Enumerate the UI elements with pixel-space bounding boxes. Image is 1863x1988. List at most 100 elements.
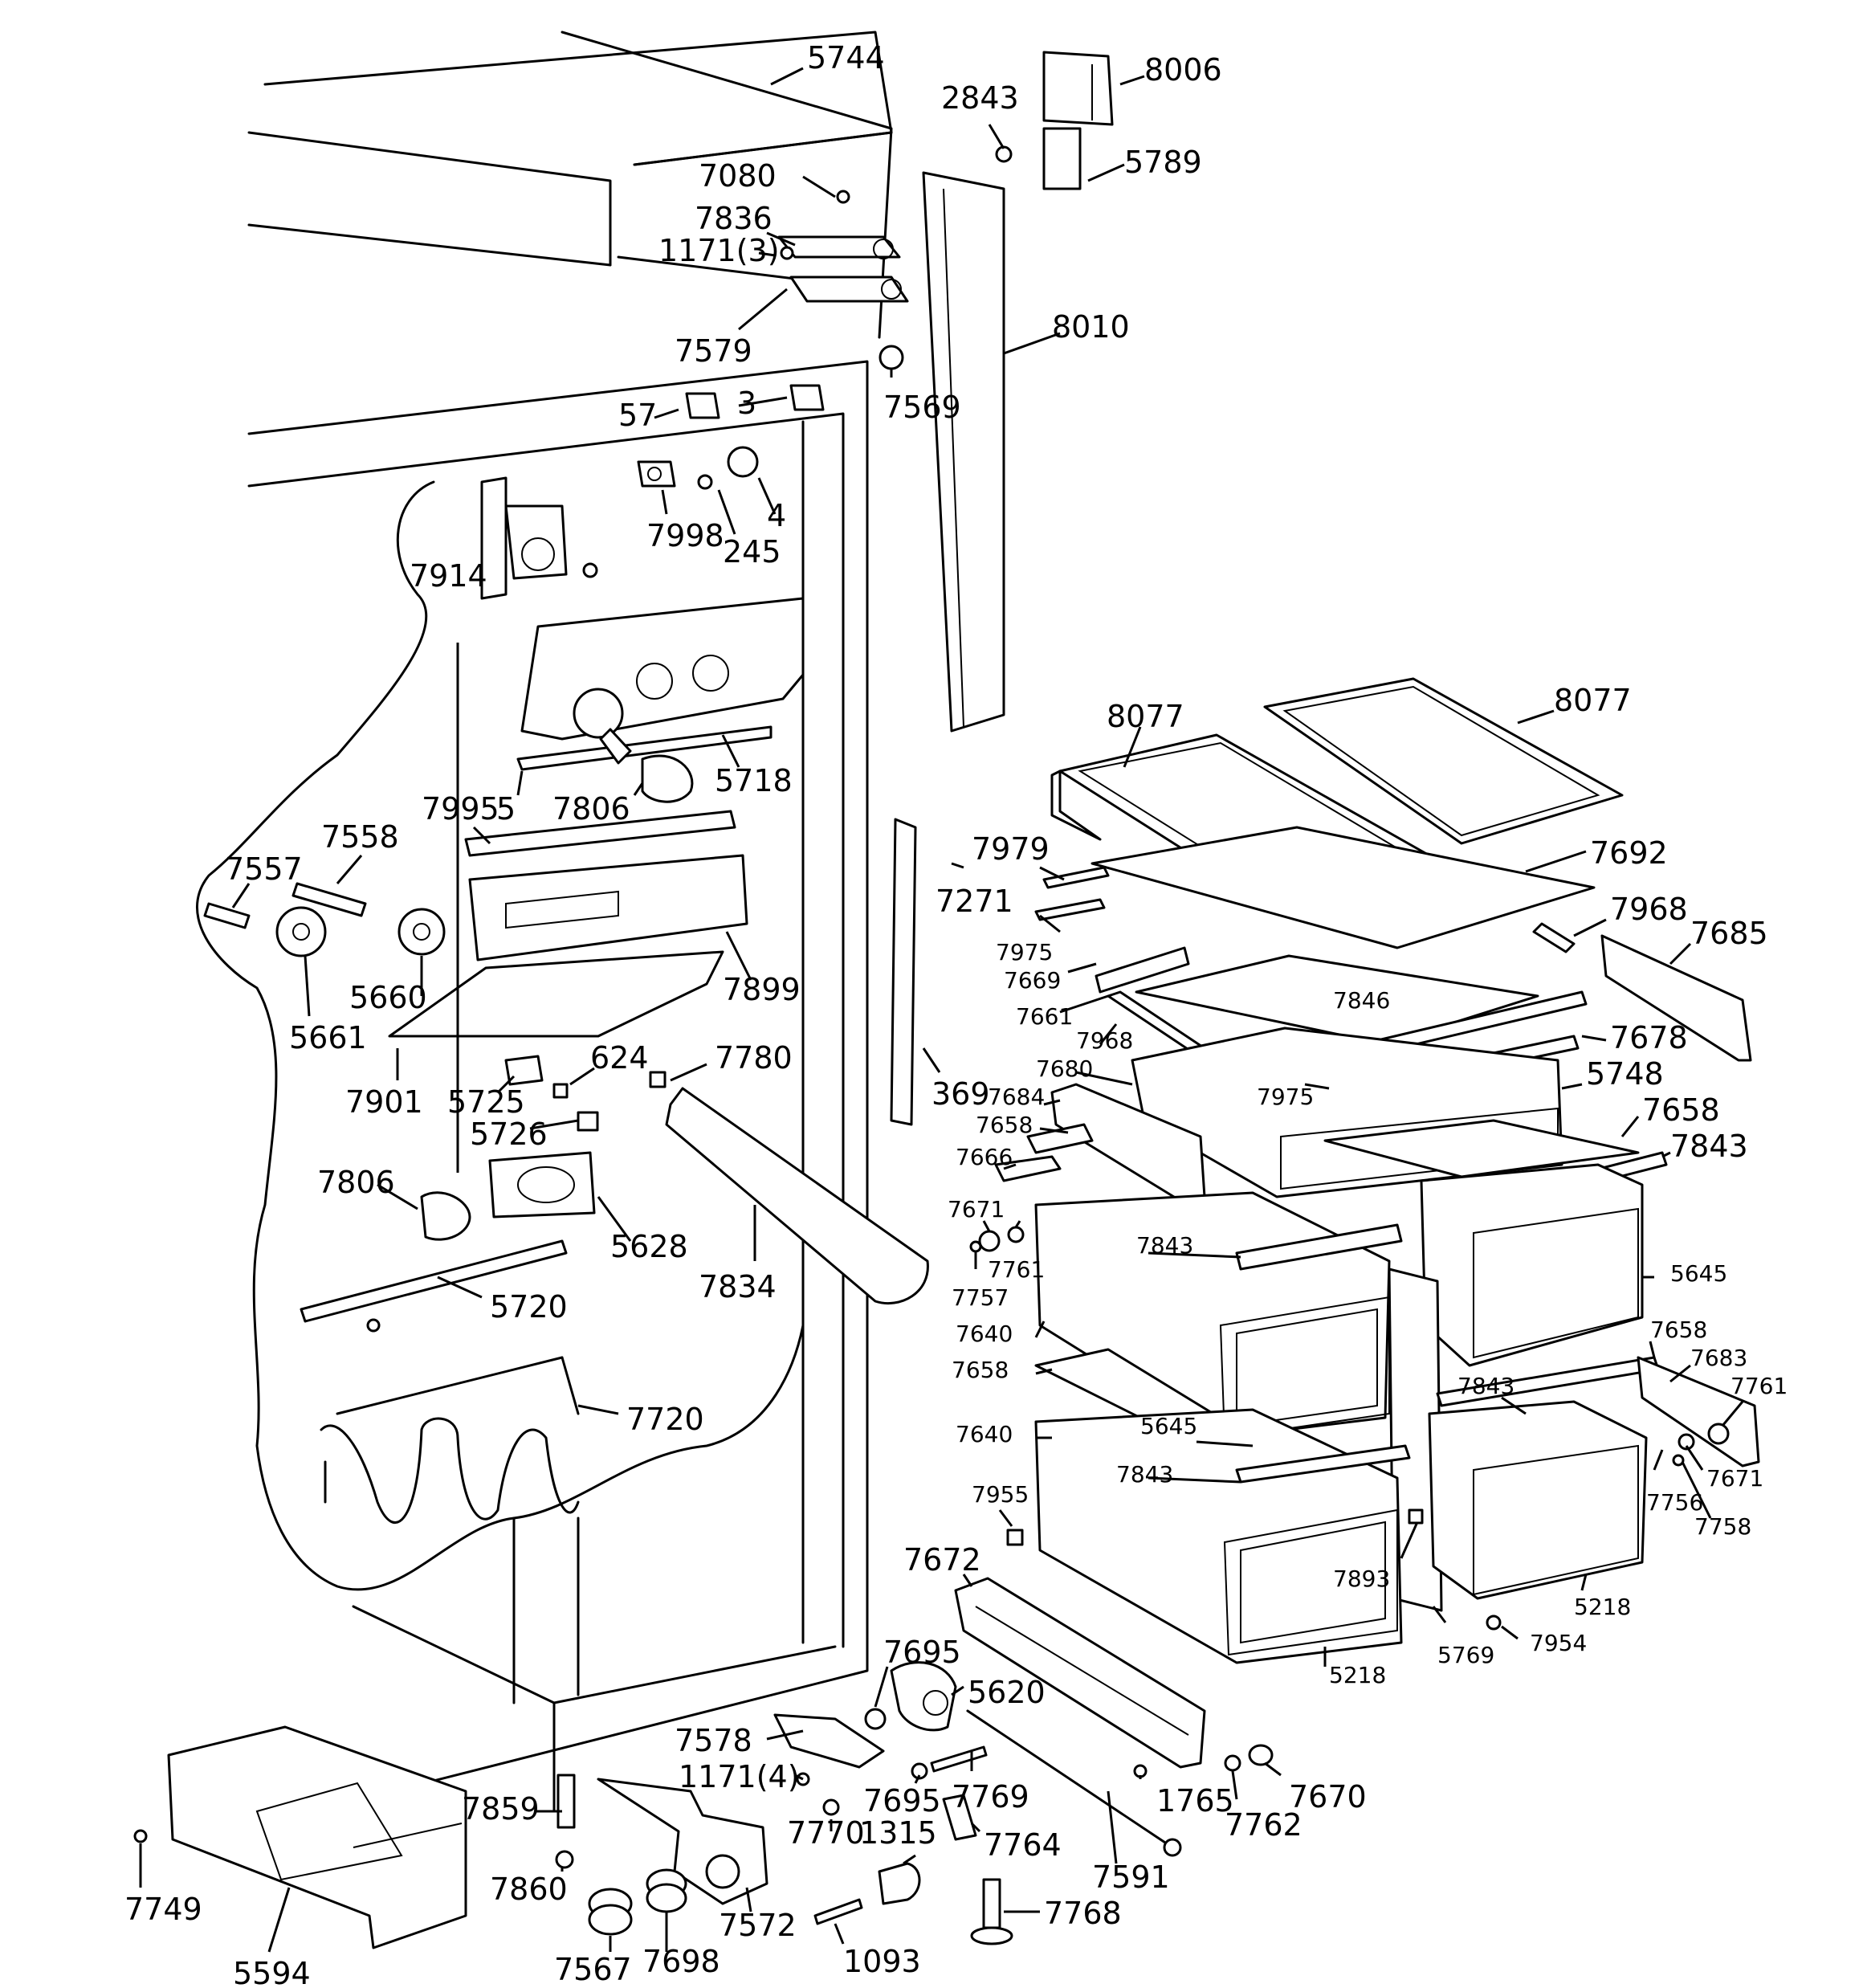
label-7979: 7979: [972, 831, 1050, 867]
label-1765: 1765: [1156, 1783, 1234, 1819]
control-and-light-assembly: [203, 476, 929, 1525]
label-1171-4: 1171(4): [679, 1759, 800, 1794]
label-5720: 5720: [490, 1289, 568, 1325]
label-7780: 7780: [715, 1040, 793, 1076]
label-7658-b: 7658: [1642, 1092, 1720, 1128]
label-7720: 7720: [626, 1402, 704, 1437]
label-7761-b: 7761: [1731, 1373, 1788, 1399]
label-7975-a: 7975: [996, 939, 1053, 965]
label-8010: 8010: [1052, 309, 1130, 345]
label-5726: 5726: [470, 1116, 548, 1152]
label-7557: 7557: [225, 851, 303, 887]
label-7579: 7579: [675, 333, 752, 369]
label-7901: 7901: [345, 1084, 423, 1120]
label-5218-b: 5218: [1574, 1594, 1631, 1620]
label-7758: 7758: [1694, 1513, 1751, 1540]
label-245: 245: [723, 534, 781, 569]
label-7684: 7684: [988, 1084, 1045, 1110]
label-7843-a: 7843: [1670, 1129, 1748, 1164]
label-7685: 7685: [1690, 916, 1768, 951]
label-5620: 5620: [968, 1675, 1046, 1710]
label-5769: 5769: [1437, 1642, 1494, 1668]
label-7672: 7672: [903, 1542, 981, 1578]
label-5628: 5628: [610, 1229, 688, 1264]
label-369: 369: [932, 1076, 990, 1112]
label-57: 57: [618, 398, 657, 433]
label-7843-d: 7843: [1116, 1461, 1173, 1488]
cabinet: [195, 31, 893, 1813]
label-7914: 7914: [410, 558, 487, 594]
label-5789: 5789: [1124, 145, 1202, 180]
label-7995: 7995: [422, 791, 499, 827]
label-7680: 7680: [1036, 1055, 1093, 1082]
label-7764: 7764: [984, 1827, 1062, 1863]
label-7658-a: 7658: [976, 1112, 1033, 1138]
leader-lines: [139, 67, 1744, 1953]
label-5744: 5744: [807, 40, 885, 76]
label-7080: 7080: [699, 158, 777, 194]
label-7695-a: 7695: [883, 1635, 961, 1670]
label-7658-c: 7658: [952, 1357, 1009, 1383]
label-7834: 7834: [699, 1269, 777, 1304]
label-7843-c: 7843: [1457, 1373, 1514, 1399]
label-1093: 1093: [843, 1944, 921, 1979]
label-7569: 7569: [883, 390, 961, 425]
label-7846: 7846: [1333, 987, 1390, 1014]
label-7954: 7954: [1530, 1630, 1587, 1656]
label-5725: 5725: [447, 1084, 525, 1120]
label-7670: 7670: [1289, 1779, 1367, 1815]
label-7578: 7578: [675, 1723, 752, 1758]
label-7757: 7757: [952, 1284, 1009, 1311]
label-7640-a: 7640: [956, 1321, 1013, 1347]
label-7567: 7567: [554, 1952, 632, 1987]
label-7899: 7899: [723, 972, 801, 1007]
label-8077-b: 8077: [1554, 683, 1632, 718]
label-7698: 7698: [642, 1944, 720, 1979]
label-1171-3: 1171(3): [658, 233, 780, 268]
label-5748: 5748: [1586, 1056, 1664, 1092]
label-1315: 1315: [859, 1815, 937, 1851]
label-5594: 5594: [233, 1956, 311, 1988]
label-7968-b: 7968: [1076, 1027, 1133, 1054]
top-hinge-assembly: [637, 51, 1114, 1126]
label-7836: 7836: [695, 201, 773, 236]
label-7998: 7998: [646, 518, 724, 553]
label-7591: 7591: [1092, 1859, 1170, 1895]
label-7558: 7558: [321, 819, 399, 855]
label-7658-d: 7658: [1650, 1316, 1707, 1343]
part-labels: 5744 2843 8006 7080 5789 7836 1171(3) 80…: [124, 40, 1788, 1988]
drawers: [969, 1163, 1760, 1664]
label-7859: 7859: [462, 1791, 540, 1827]
label-7671-b: 7671: [1706, 1465, 1763, 1492]
label-7640-b: 7640: [956, 1421, 1013, 1447]
label-5218-a: 5218: [1329, 1662, 1386, 1688]
label-7695-b: 7695: [863, 1783, 941, 1819]
label-7843-b: 7843: [1136, 1232, 1193, 1259]
label-7671-a: 7671: [948, 1196, 1005, 1223]
label-4: 4: [767, 498, 786, 533]
label-7768: 7768: [1044, 1896, 1122, 1931]
label-5718: 5718: [715, 763, 793, 798]
label-624: 624: [590, 1040, 649, 1076]
label-8006: 8006: [1144, 52, 1222, 88]
label-5645-b: 5645: [1140, 1413, 1197, 1439]
shelves: [994, 677, 1752, 1210]
label-7756: 7756: [1646, 1489, 1703, 1516]
label-8077-a: 8077: [1107, 699, 1184, 734]
label-7975-b: 7975: [1257, 1084, 1314, 1110]
label-7692: 7692: [1590, 835, 1668, 871]
label-7770: 7770: [787, 1815, 865, 1851]
label-7806-b: 7806: [317, 1165, 395, 1200]
label-7968-a: 7968: [1610, 892, 1688, 927]
label-7893: 7893: [1333, 1565, 1390, 1592]
label-7762: 7762: [1225, 1807, 1302, 1843]
label-7806-a: 7806: [552, 791, 630, 827]
label-7661: 7661: [1016, 1003, 1073, 1030]
label-7860: 7860: [490, 1872, 568, 1907]
label-7669: 7669: [1004, 967, 1061, 994]
label-5660: 5660: [349, 980, 427, 1015]
label-5661: 5661: [289, 1020, 367, 1055]
label-7683: 7683: [1690, 1345, 1747, 1371]
label-7271: 7271: [936, 884, 1013, 919]
